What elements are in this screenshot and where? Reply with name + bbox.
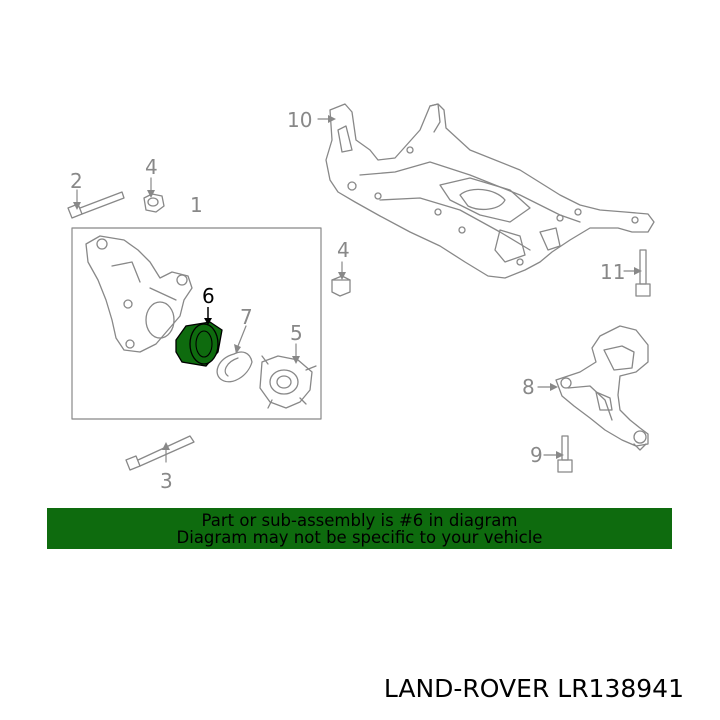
nut-part-4-top: [143, 193, 165, 213]
callout-5: 5: [290, 321, 303, 345]
callout-4-mid: 4: [337, 238, 350, 262]
callout-10: 10: [287, 108, 312, 132]
callout-2: 2: [70, 169, 83, 193]
bolt-part-3: [125, 435, 195, 471]
banner-line-2: Diagram may not be specific to your vehi…: [176, 528, 543, 547]
knuckle-part: [85, 235, 193, 353]
parts-diagram: 2 4 1 10 4 6 7 5 3 11 8 9: [67, 103, 655, 493]
callout-6: 6: [202, 284, 215, 308]
subframe-part: [325, 103, 655, 279]
callout-7: 7: [240, 305, 253, 329]
hub-part: [259, 355, 317, 409]
callout-3: 3: [160, 469, 173, 493]
wheel-bearing-highlighted: [175, 307, 223, 367]
banner-line-1: Part or sub-assembly is #6 in diagram: [201, 511, 518, 530]
bolt-part-11: [635, 249, 651, 297]
callout-11: 11: [600, 260, 625, 284]
part-number: LAND-ROVER LR138941: [383, 674, 684, 703]
callout-1: 1: [190, 193, 203, 217]
callout-4-top: 4: [145, 155, 158, 179]
info-banner: Part or sub-assembly is #6 in diagram Di…: [47, 508, 672, 549]
bolt-part-9: [557, 435, 573, 473]
nut-part-4-mid: [331, 275, 351, 297]
callout-8: 8: [522, 375, 535, 399]
circlip-part: [216, 351, 253, 383]
callout-9: 9: [530, 443, 543, 467]
control-arm-part: [555, 325, 649, 451]
